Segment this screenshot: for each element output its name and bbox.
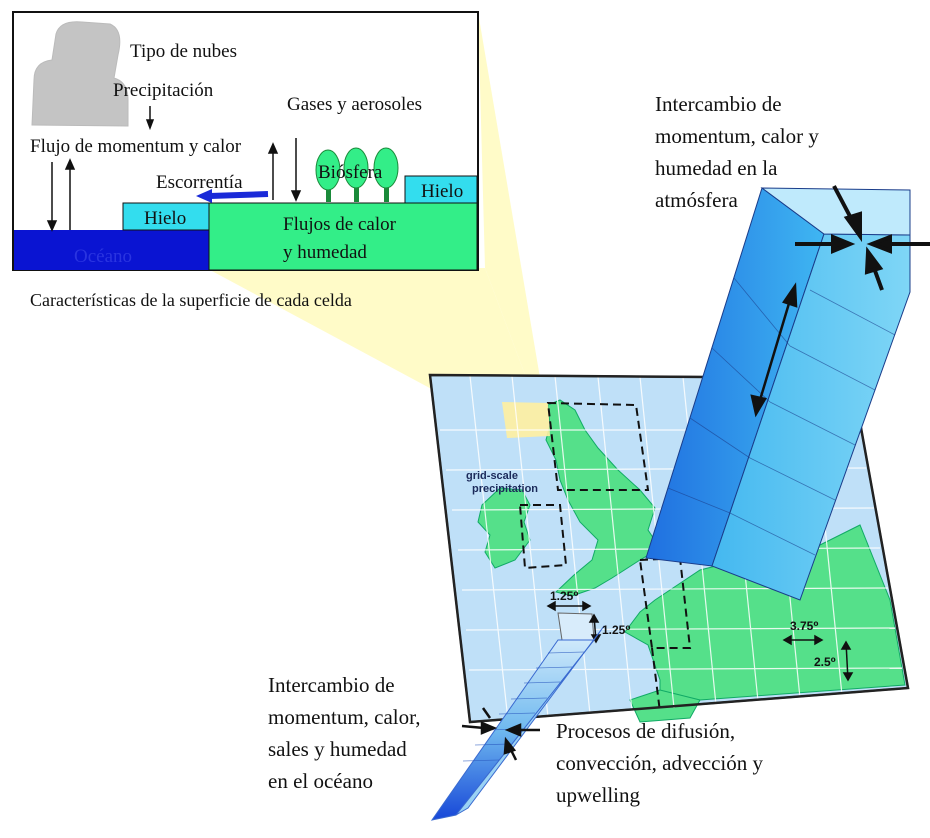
inset-caption: Características de la superficie de cada… (30, 290, 352, 310)
ice-left-block (122, 202, 210, 231)
highlight-cell (502, 402, 550, 438)
process-label-2: convección, advección y (556, 751, 763, 775)
grid-precip-label-2: precipitation (472, 483, 538, 495)
flux-arrows (46, 106, 302, 232)
ice-left-label: Hielo (144, 208, 186, 229)
dim-large-x-label: 3.75⁰ (790, 619, 819, 633)
atmosphere-label-1: Intercambio de (655, 92, 782, 116)
ocean-block (14, 230, 209, 270)
dim-small-y-label: 1.25⁰ (602, 623, 631, 637)
ocean-column-side (455, 625, 605, 816)
cloud-shape (31, 21, 129, 127)
ocean-exchange-label-1: Intercambio de (268, 673, 395, 697)
ocean-column (430, 625, 605, 821)
atmosphere-label-2: momentum, calor y (655, 124, 819, 148)
cloud-type-label: Tipo de nubes (130, 41, 237, 62)
precipitation-label: Precipitación (113, 80, 214, 101)
surface-inset (12, 11, 479, 271)
atmosphere-label-3: humedad en la (655, 156, 778, 180)
ocean-exchange-label-2: momentum, calor, (268, 705, 421, 729)
ocean-exchange-label-4: en el océano (268, 769, 373, 793)
runoff-label: Escorrentía (156, 172, 243, 193)
gases-label: Gases y aerosoles (287, 94, 422, 115)
column-top (760, 187, 911, 236)
zoom-cone (478, 12, 548, 436)
ice-right-block (404, 175, 478, 205)
ocean-label: Océano (74, 246, 132, 267)
ocean-exchange-label-3: sales y humedad (268, 737, 407, 761)
process-label-1: Procesos de difusión, (556, 719, 735, 743)
ice-right-label: Hielo (421, 181, 463, 202)
heat-moisture-label-1: Flujos de calor (283, 214, 397, 235)
britain-land (545, 399, 661, 597)
column-side (711, 233, 911, 601)
flux-label: Flujo de momentum y calor (30, 136, 242, 157)
grid-precip-label-1: grid-scale (466, 470, 518, 482)
dim-small-x-label: 1.25⁰ (550, 589, 579, 603)
land-block (208, 202, 478, 271)
runoff-arrow (196, 189, 269, 203)
atmosphere-column (645, 185, 930, 601)
biosphere-label: Biósfera (318, 162, 383, 183)
dim-large-y-label: 2.5⁰ (814, 655, 836, 669)
small-cell (557, 612, 595, 641)
trees (315, 147, 399, 202)
heat-moisture-label-2: y humedad (283, 242, 367, 263)
process-label-3: upwelling (556, 783, 640, 807)
atmosphere-label-4: atmósfera (655, 188, 738, 212)
